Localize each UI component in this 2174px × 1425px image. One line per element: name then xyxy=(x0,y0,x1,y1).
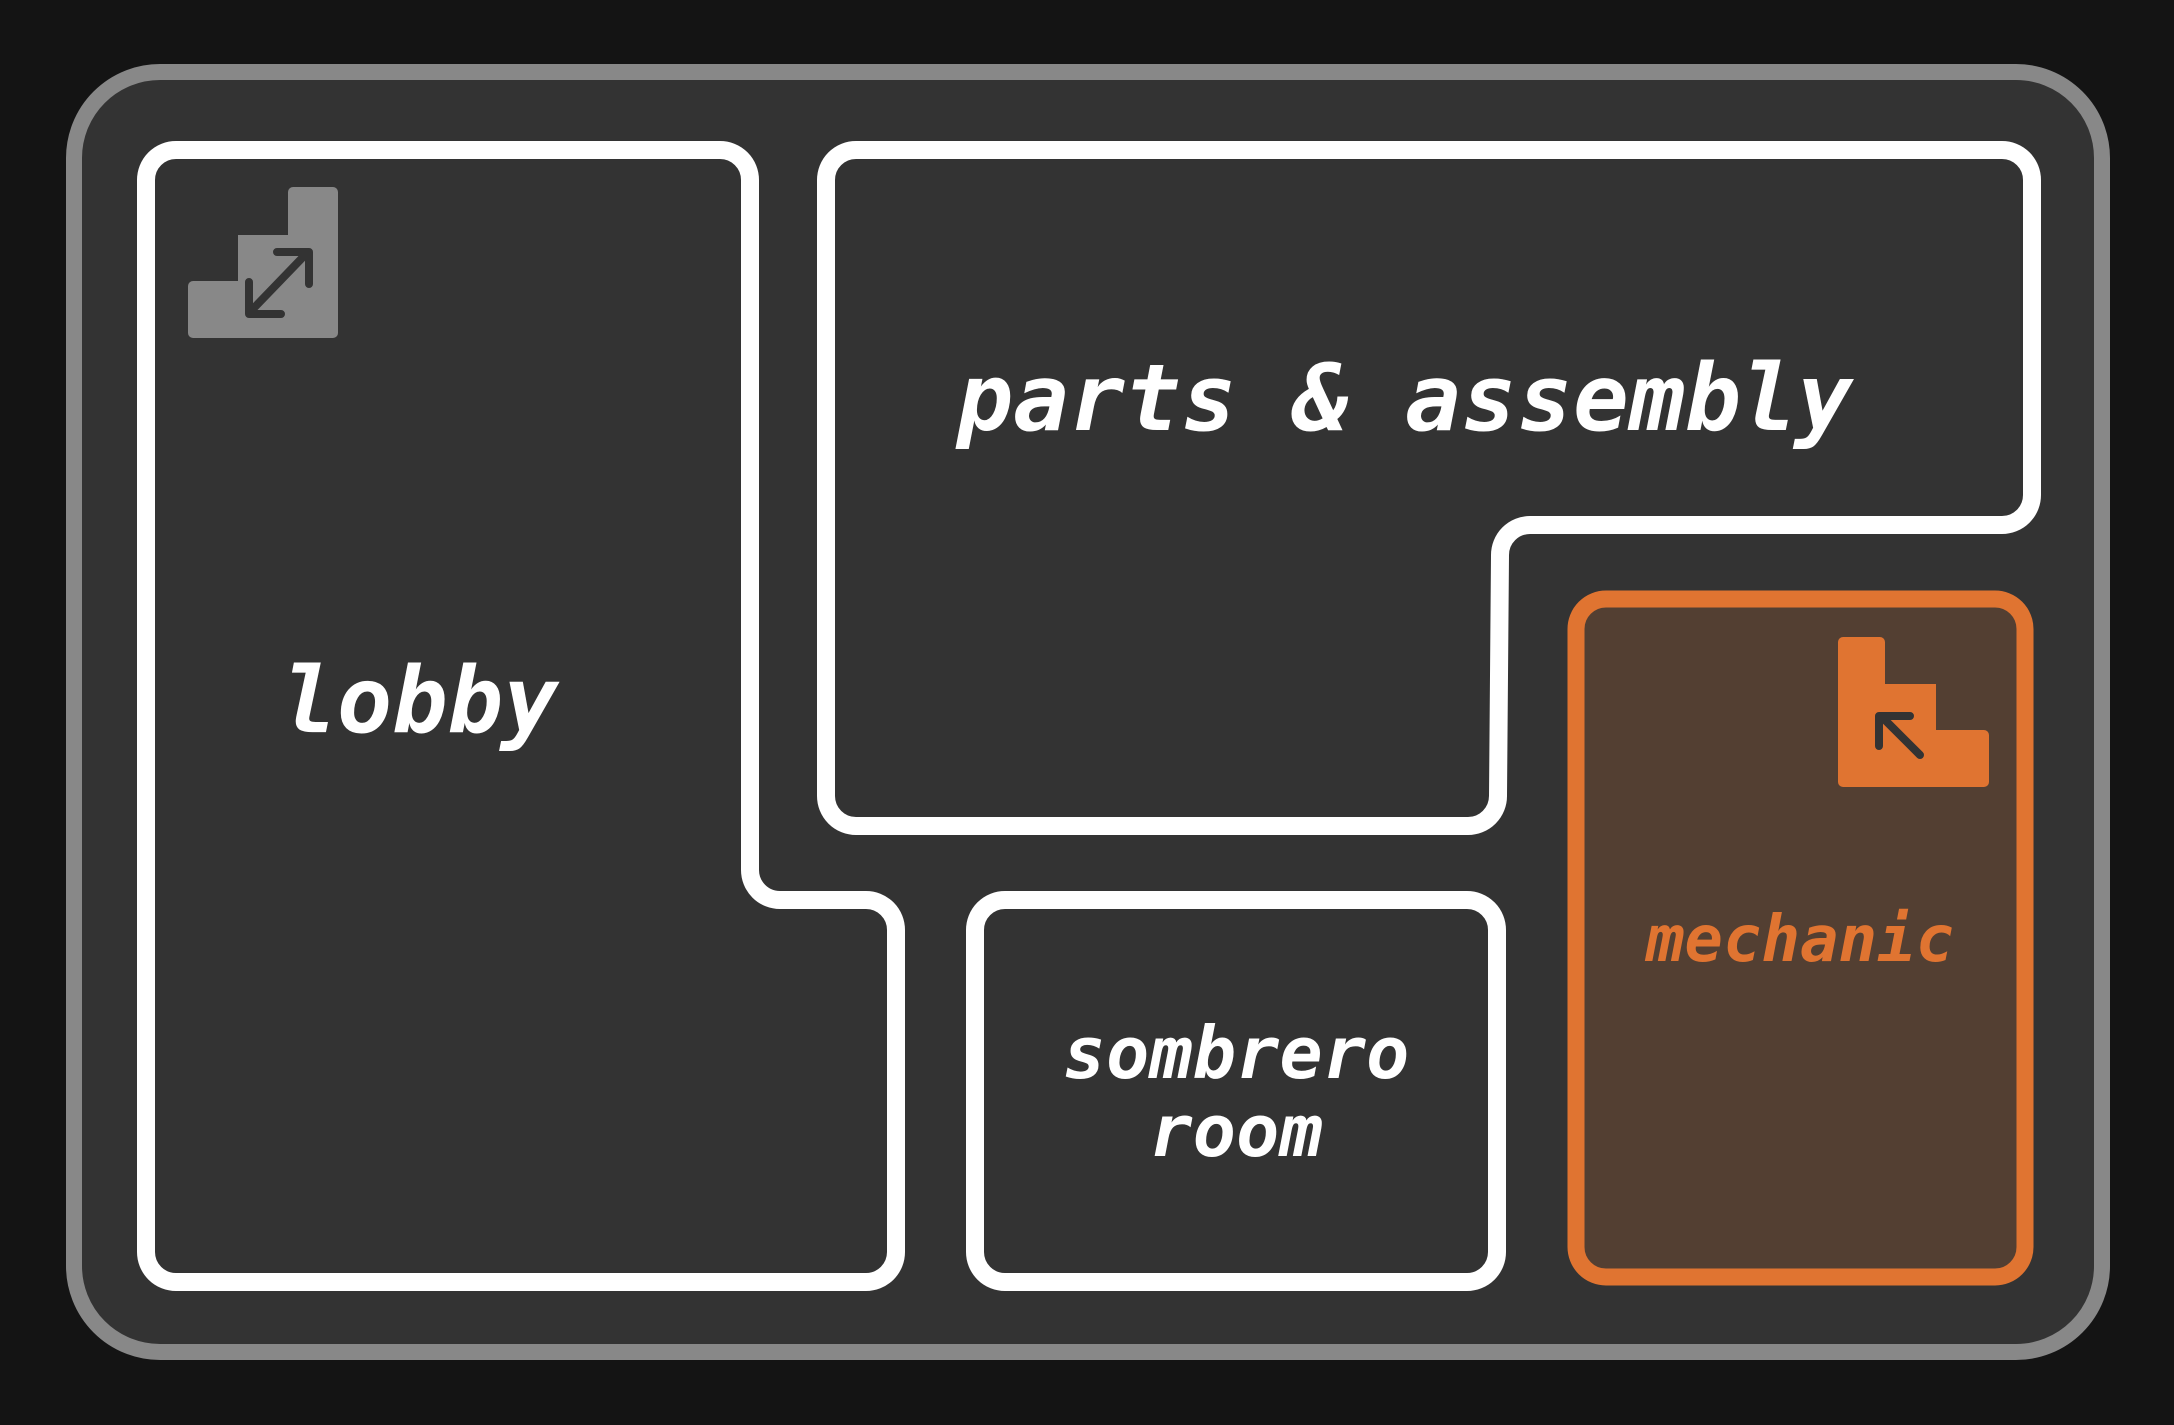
arrow-up-left xyxy=(1875,712,1924,759)
stairs-up-icon xyxy=(1838,637,1989,787)
room-parts-assembly[interactable]: parts & assembly xyxy=(817,141,2041,835)
room-label-sombrero-line2: room xyxy=(1149,1089,1322,1173)
double-arrow xyxy=(245,248,313,318)
stairs-up-down-icon xyxy=(188,187,338,338)
room-parts-assembly-outline xyxy=(817,141,2041,835)
room-sombrero-room[interactable]: sombrero room xyxy=(966,891,1506,1291)
room-sombrero-room-outline xyxy=(966,891,1506,1291)
room-mechanic[interactable]: mechanic xyxy=(1567,590,2034,1286)
stairs-shape xyxy=(188,187,338,338)
room-label-parts-assembly: parts & assembly xyxy=(955,344,1855,452)
room-label-mechanic: mechanic xyxy=(1644,903,1954,977)
room-lobby-outline xyxy=(137,141,905,1291)
stairs-shape xyxy=(1838,637,1989,787)
room-lobby[interactable]: lobby xyxy=(137,141,905,1291)
room-label-sombrero-line1: sombrero xyxy=(1063,1011,1410,1095)
room-label-lobby: lobby xyxy=(282,647,561,754)
